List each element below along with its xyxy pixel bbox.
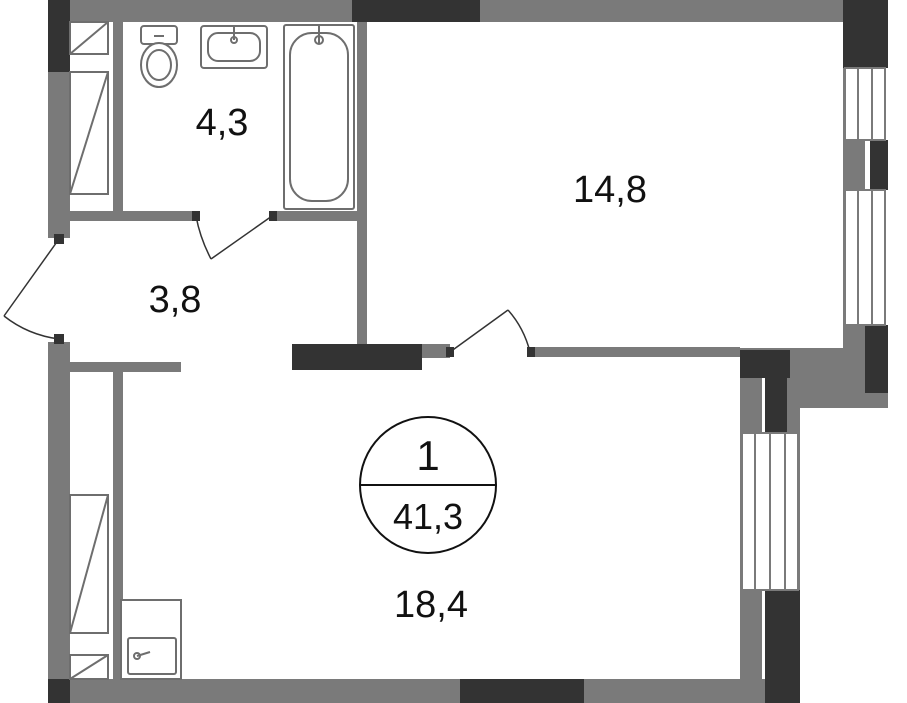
wall-living-bottom (535, 347, 740, 357)
door-jamb-4 (269, 211, 277, 221)
wall-left-lower (48, 342, 70, 703)
wall-bath-bottom-right (277, 211, 367, 221)
wall-hall-bottom (70, 362, 181, 372)
wall-kitchen-niche (113, 372, 123, 679)
living-room-door (449, 309, 531, 353)
windows (741, 67, 886, 591)
column-top-right (843, 0, 888, 68)
column-right-corner (865, 325, 888, 393)
hall-area-label: 3,8 (149, 279, 202, 321)
column-step-corner (740, 350, 790, 378)
column-bottom-left (48, 679, 70, 703)
room-labels: 4,3 14,8 3,8 18,4 (149, 102, 647, 626)
kitchen-area-label: 18,4 (394, 584, 468, 626)
kitchen-sink-icon (120, 599, 182, 680)
column-top-left (48, 0, 70, 72)
doors (3, 215, 531, 353)
window-living-lower (844, 189, 886, 326)
entrance-door (3, 238, 60, 340)
total-area-label: 41,3 (393, 496, 463, 537)
column-top-middle (352, 0, 480, 22)
rooms-count-label: 1 (416, 432, 439, 479)
left-niches (69, 21, 109, 680)
window-living-upper (844, 67, 886, 141)
column-partition (292, 344, 422, 370)
apartment-badge: 1 41,3 (359, 416, 497, 554)
sink-icon (200, 25, 268, 69)
door-jamb-6 (527, 347, 535, 357)
wall-partition-stub (422, 344, 450, 358)
wall-bath-bottom-left (70, 211, 192, 221)
wall-living-left (357, 22, 367, 347)
columns (48, 0, 888, 703)
bathtub-icon (283, 24, 355, 210)
bathroom-door (195, 215, 273, 260)
column-right-mid (870, 140, 888, 190)
toilet-icon (140, 25, 178, 88)
wall-bottom (48, 679, 800, 703)
bathroom-area-label: 4,3 (196, 102, 249, 144)
column-right-lower-top (765, 378, 787, 433)
column-bottom-middle (460, 679, 584, 703)
column-right-lower-bottom (765, 590, 800, 703)
bathroom-fixtures (140, 24, 355, 210)
wall-bath-divider (113, 22, 123, 211)
living-room-area-label: 14,8 (573, 169, 647, 211)
